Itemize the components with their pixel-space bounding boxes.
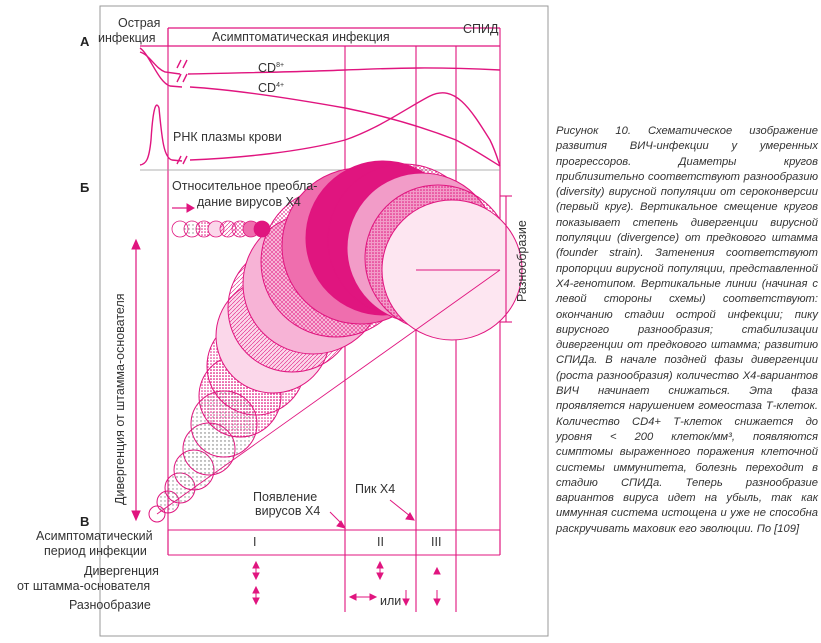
diversity-circles bbox=[148, 160, 523, 523]
panel-letter-a: А bbox=[80, 34, 90, 49]
acute-infection-label-1: Острая bbox=[118, 16, 161, 30]
legend-label-2: дание вирусов X4 bbox=[197, 195, 301, 209]
divergence-axis bbox=[131, 238, 141, 522]
acute-infection-label-2: инфекция bbox=[98, 31, 156, 45]
figure-caption: Рисунок 10. Схематическое изображение ра… bbox=[556, 125, 818, 535]
x4-emergence-label-1: Появление bbox=[253, 490, 318, 504]
table-row1-label-2: период инфекции bbox=[44, 544, 147, 558]
or-label: или bbox=[380, 594, 402, 608]
legend-label-1: Относительное преобла- bbox=[172, 179, 318, 193]
diversity-axis-label: Разнообразие bbox=[515, 220, 529, 302]
figure-frame bbox=[99, 5, 549, 637]
stage-ii-label: II bbox=[377, 535, 384, 549]
x4-peak-label: Пик X4 bbox=[355, 482, 396, 496]
cd8-curve bbox=[139, 51, 501, 75]
rna-label: РНК плазмы крови bbox=[173, 130, 282, 144]
table-row2-label-2: от штамма-основателя bbox=[17, 579, 151, 593]
table-row1-label-1: Асимптоматический bbox=[36, 529, 153, 543]
cd4-label: CD4+ bbox=[258, 81, 285, 96]
x4-emergence-label-2: вирусов X4 bbox=[255, 504, 321, 518]
legend-arrow bbox=[172, 203, 196, 213]
break-mark bbox=[176, 59, 188, 165]
table-row2-label-1: Дивергенция bbox=[84, 564, 159, 578]
asymptomatic-label: Асимптоматическая инфекция bbox=[212, 30, 390, 44]
divergence-axis-label: Дивергенция от штамма-основателя bbox=[113, 293, 127, 505]
stage-i-label: I bbox=[253, 535, 257, 549]
stage-table bbox=[167, 529, 501, 556]
diversity-bracket bbox=[500, 195, 512, 323]
panel-letter-v: В bbox=[80, 514, 90, 529]
stage-iii-label: III bbox=[431, 535, 442, 549]
rna-curve bbox=[139, 92, 501, 167]
cd4-curve bbox=[139, 47, 501, 167]
bottom-arrows bbox=[252, 560, 441, 607]
panel-letter-b: Б bbox=[80, 180, 90, 195]
x4-legend-scale bbox=[171, 220, 271, 238]
table-row3-label: Разнообразие bbox=[69, 598, 151, 612]
cd8-label: CD8+ bbox=[258, 61, 285, 76]
aids-label: СПИД bbox=[463, 22, 499, 36]
